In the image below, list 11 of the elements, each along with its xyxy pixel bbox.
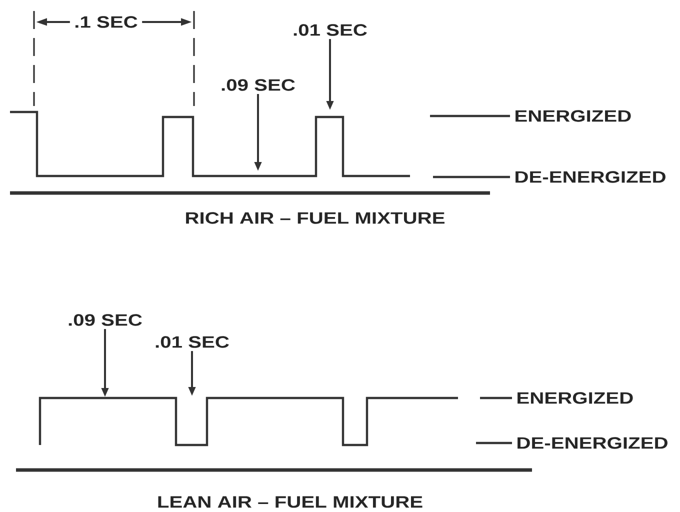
time-label: .09 SEC (68, 314, 142, 326)
time-label: .09 SEC (222, 79, 295, 91)
caption: RICH AIR – FUEL MIXTURE (186, 212, 444, 224)
level-label: ENERGIZED (516, 110, 631, 122)
time-label: .01 SEC (294, 24, 367, 36)
dimension-label: .1 SEC (75, 16, 138, 28)
time-label: .01 SEC (156, 336, 229, 348)
level-label: ENERGIZED (518, 392, 633, 404)
level-label: DE-ENERGIZED (518, 437, 668, 449)
level-label: DE-ENERGIZED (516, 171, 666, 183)
caption: LEAN AIR – FUEL MIXTURE (158, 496, 422, 508)
